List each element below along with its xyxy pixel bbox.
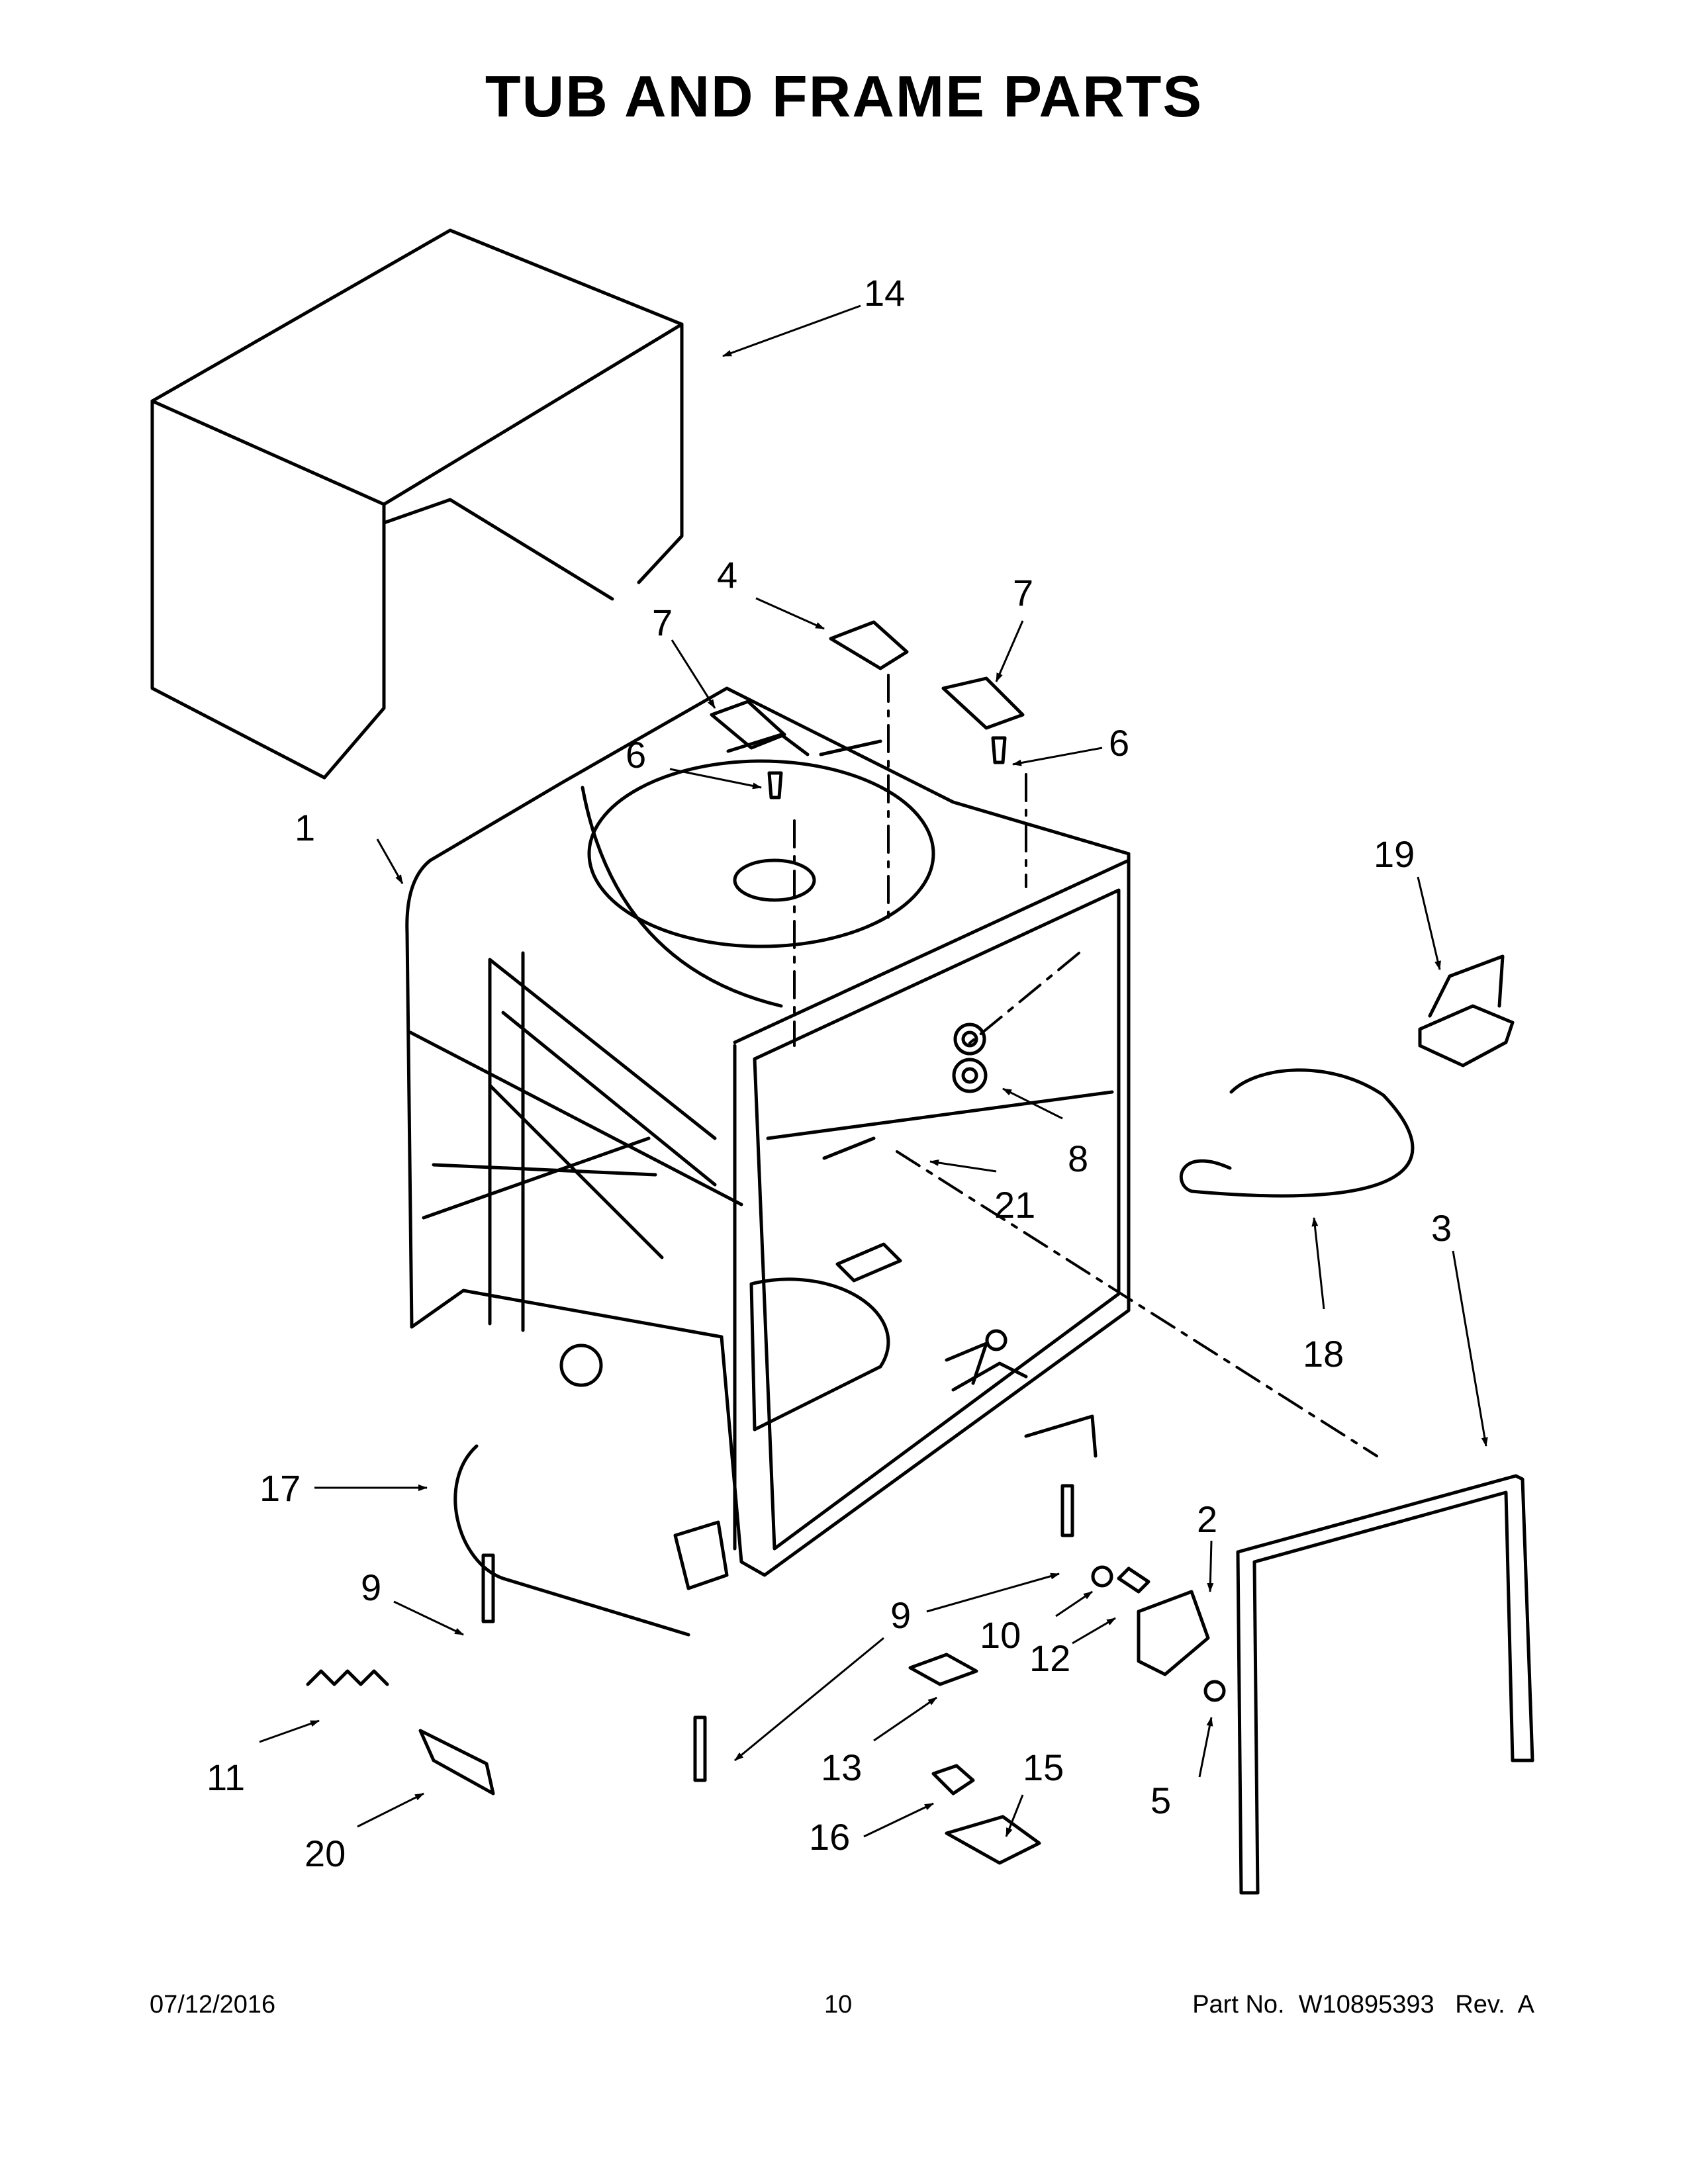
cover-4 bbox=[829, 620, 909, 670]
callout-19: 19 bbox=[1374, 833, 1415, 875]
leveling-leg-center bbox=[693, 1715, 707, 1782]
callout-3: 3 bbox=[1431, 1207, 1452, 1249]
callout-14: 14 bbox=[864, 272, 905, 314]
screw-5 bbox=[1203, 1680, 1226, 1702]
callout-10: 10 bbox=[980, 1614, 1021, 1656]
callout-9-center: 9 bbox=[890, 1594, 911, 1636]
door-spring bbox=[306, 1669, 389, 1686]
sensor-bracket-15 bbox=[945, 1815, 1041, 1865]
screw-6-left bbox=[767, 771, 783, 799]
alignment-lines bbox=[793, 674, 1378, 1457]
callout-6-right: 6 bbox=[1109, 722, 1129, 764]
dishwasher-tub bbox=[405, 686, 1131, 1590]
washer-10 bbox=[1091, 1565, 1113, 1588]
callout-7-right: 7 bbox=[1013, 572, 1033, 614]
callout-17: 17 bbox=[259, 1467, 301, 1509]
callout-1: 1 bbox=[295, 807, 315, 848]
callout-8: 8 bbox=[1068, 1138, 1088, 1179]
wire-harness bbox=[1179, 1068, 1415, 1198]
footer-part-number: Part No. W10895393 Rev. A bbox=[1192, 1991, 1534, 2019]
callout-13: 13 bbox=[821, 1747, 862, 1788]
callout-12: 12 bbox=[1029, 1637, 1070, 1679]
callout-2: 2 bbox=[1197, 1498, 1217, 1540]
leader-arrows bbox=[259, 304, 1488, 1838]
hinge-plate-right bbox=[941, 676, 1025, 730]
bracket-19 bbox=[1418, 954, 1515, 1068]
callout-15: 15 bbox=[1023, 1747, 1064, 1788]
leveling-leg-left bbox=[481, 1553, 495, 1623]
footer-date: 07/12/2016 bbox=[150, 1991, 276, 2019]
callout-labels: 14 1 4 7 7 6 6 19 8 21 18 3 2 17 9 9 10 … bbox=[207, 272, 1452, 1874]
insulation-blanket bbox=[150, 228, 684, 780]
callout-21: 21 bbox=[994, 1184, 1035, 1226]
callout-4: 4 bbox=[717, 554, 737, 596]
screw-6-right bbox=[991, 736, 1007, 764]
callout-5: 5 bbox=[1150, 1780, 1171, 1821]
callout-20: 20 bbox=[305, 1833, 346, 1874]
callout-18: 18 bbox=[1303, 1333, 1344, 1375]
door-gasket bbox=[1236, 1474, 1534, 1895]
leveling-leg-right bbox=[1060, 1484, 1074, 1537]
callout-9-left: 9 bbox=[361, 1567, 381, 1608]
bracket-2 bbox=[1137, 1590, 1210, 1676]
callout-6-left: 6 bbox=[626, 734, 646, 776]
footer-page-number: 10 bbox=[824, 1991, 853, 2019]
thermostat-16 bbox=[931, 1764, 975, 1796]
callout-16: 16 bbox=[809, 1816, 850, 1858]
drain-hose bbox=[453, 1444, 690, 1637]
page-title: TUB AND FRAME PARTS bbox=[485, 64, 1203, 129]
pad-20 bbox=[418, 1729, 495, 1796]
screw-12 bbox=[1117, 1567, 1150, 1594]
hinge-plate-left bbox=[710, 700, 786, 750]
callout-7-left: 7 bbox=[652, 602, 673, 643]
callout-11: 11 bbox=[207, 1756, 245, 1798]
tape-13 bbox=[908, 1653, 978, 1686]
